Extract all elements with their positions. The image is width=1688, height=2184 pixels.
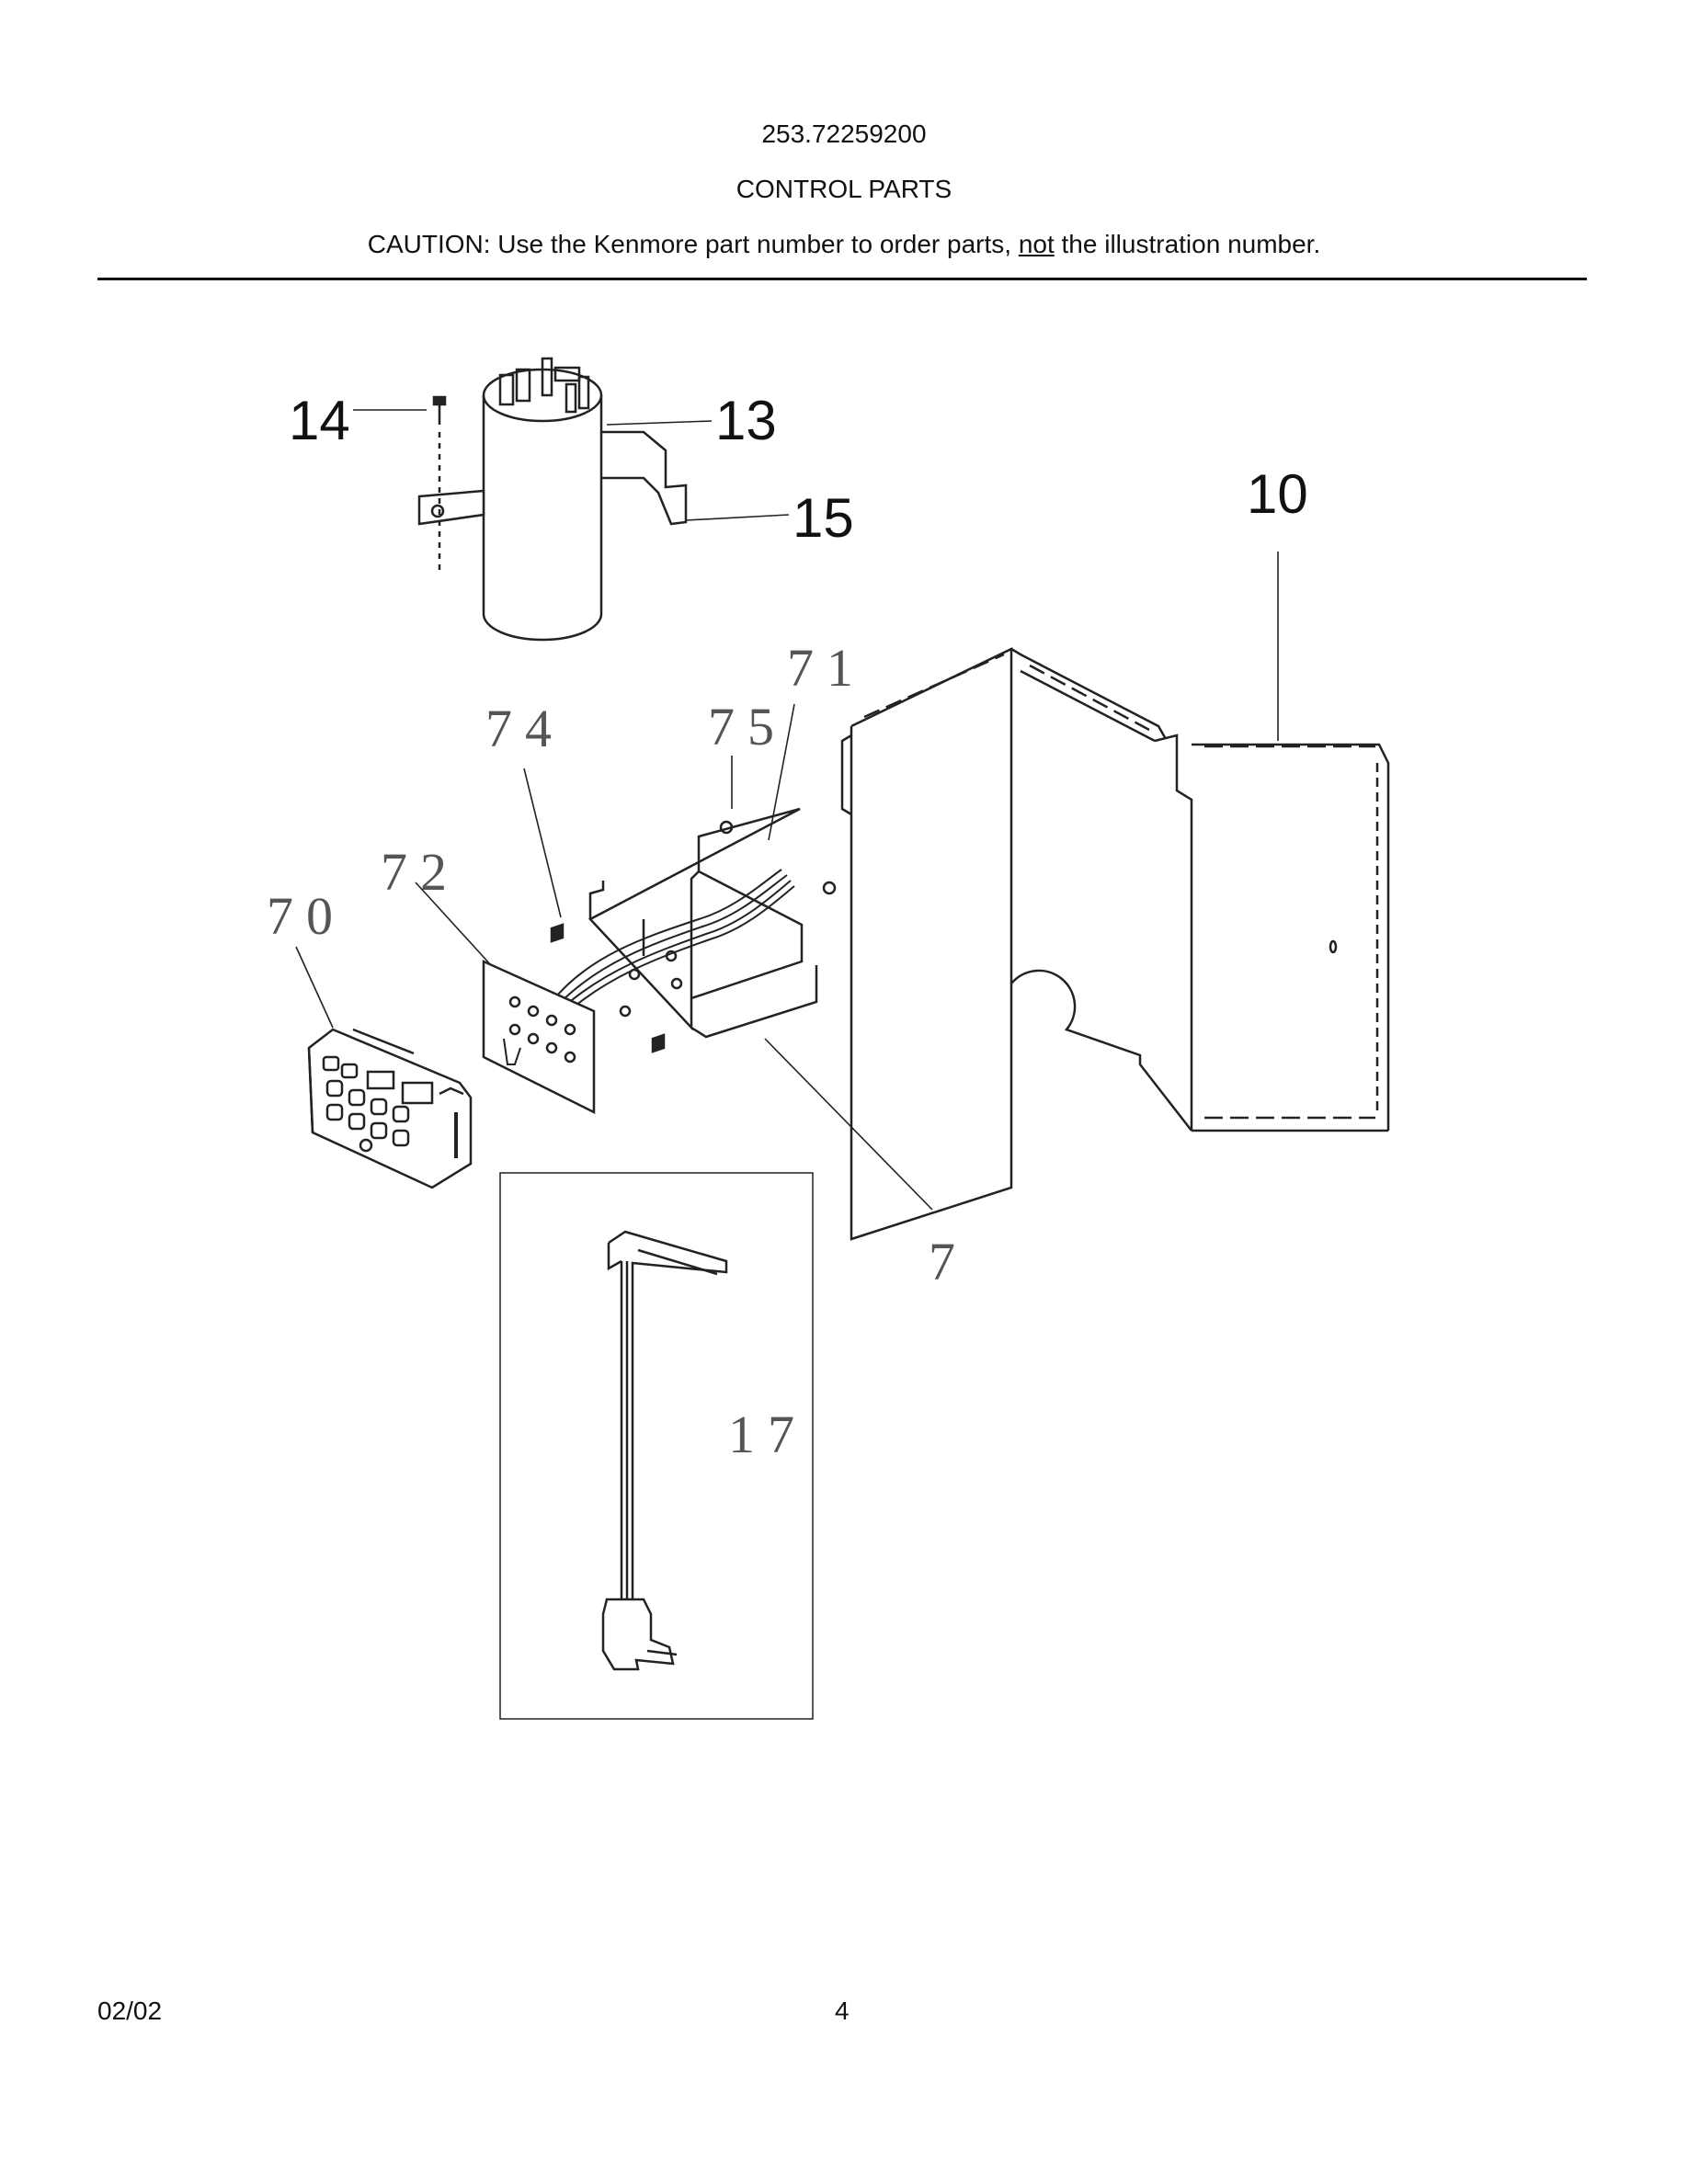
callout-74: 74 xyxy=(485,699,565,758)
section-title: CONTROL PARTS xyxy=(736,175,952,203)
leader-lines xyxy=(295,409,1279,1211)
callout-10: 10 xyxy=(1247,463,1308,525)
caution-note: CAUTION: Use the Kenmore part number to … xyxy=(0,230,1688,259)
header-rule xyxy=(97,278,1587,280)
callout-13: 13 xyxy=(715,390,777,451)
cabinet-panel-drawing xyxy=(840,647,1390,1241)
caution-text-end: the illustration number. xyxy=(1054,230,1321,258)
footer-page-number: 4 xyxy=(835,1996,850,2025)
callout-17: 17 xyxy=(728,1405,807,1464)
callout-14: 14 xyxy=(289,390,350,451)
callout-75: 75 xyxy=(708,697,787,756)
callout-70: 70 xyxy=(267,886,346,946)
circuit-board-drawing xyxy=(482,923,666,1115)
model-number: 253.72259200 xyxy=(761,119,927,148)
capacitor-drawing xyxy=(417,357,688,642)
callout-71: 71 xyxy=(787,638,866,698)
callout-7: 7 xyxy=(929,1232,968,1291)
callout-15: 15 xyxy=(793,487,854,549)
caution-underlined-word: not xyxy=(1018,230,1055,258)
footer-date: 02/02 xyxy=(97,1996,163,2025)
caution-text-start: CAUTION: Use the Kenmore part number to … xyxy=(367,230,1019,258)
control-box-drawing xyxy=(551,807,837,1039)
control-panel-drawing xyxy=(307,1028,473,1189)
power-cord-drawing xyxy=(499,1172,814,1720)
callout-72: 72 xyxy=(381,842,460,902)
